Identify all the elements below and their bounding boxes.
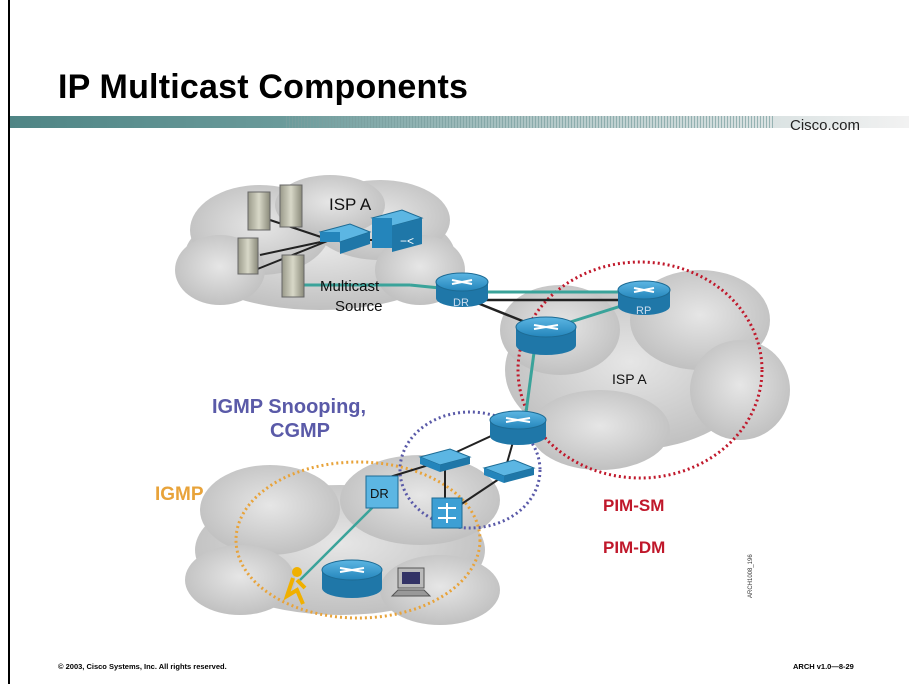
label-dr-top: DR — [453, 297, 469, 309]
label-rp: RP — [636, 305, 651, 317]
router-core-icon — [515, 316, 577, 355]
router-dr-top-icon — [435, 272, 489, 307]
label-igmp: IGMP — [155, 484, 204, 505]
label-multicast-source-line2: Source — [335, 298, 383, 315]
switch-dr-icon — [365, 475, 399, 509]
label-multicast-source-line1: Multicast — [320, 278, 380, 295]
user-icon — [283, 567, 307, 605]
switch-icon — [318, 223, 372, 254]
router-rp-icon — [617, 280, 671, 315]
figure-id: ARCH1008_196 — [748, 554, 754, 598]
workgroup-switch-icon — [431, 497, 463, 529]
footer-copyright: © 2003, Cisco Systems, Inc. All rights r… — [58, 662, 227, 671]
title-bar — [10, 116, 909, 128]
slide-title: IP Multicast Components — [58, 68, 469, 106]
label-dr-bottom: DR — [370, 486, 389, 501]
label-isp-a-right: ISP A — [612, 371, 647, 387]
pc-icon — [390, 567, 432, 597]
cloud-bottom-left — [185, 455, 500, 625]
label-igmp-snooping-line1: IGMP Snooping, — [212, 396, 366, 418]
footer-course-id: ARCH v1.0—8-29 — [793, 662, 854, 671]
pim-domain-boundary — [516, 260, 764, 480]
switch-access-icon — [418, 448, 472, 472]
multilayer-switch-icon: −< — [370, 209, 424, 252]
label-igmp-snooping-line2: CGMP — [270, 420, 330, 442]
cisco-brand-label: Cisco.com — [790, 117, 861, 134]
igmp-snooping-boundary — [398, 410, 542, 530]
label-isp-a-top: ISP A — [329, 195, 372, 214]
server-icon — [237, 184, 305, 298]
igmp-boundary — [234, 460, 482, 620]
label-pim-sm: PIM-SM — [603, 496, 664, 515]
slide-frame-edge — [8, 0, 10, 684]
router-host-icon — [321, 559, 383, 598]
label-pim-dm: PIM-DM — [603, 538, 665, 557]
switch-access-icon — [482, 459, 536, 483]
router-edge-icon — [489, 410, 547, 445]
svg-text:−<: −< — [400, 234, 414, 248]
